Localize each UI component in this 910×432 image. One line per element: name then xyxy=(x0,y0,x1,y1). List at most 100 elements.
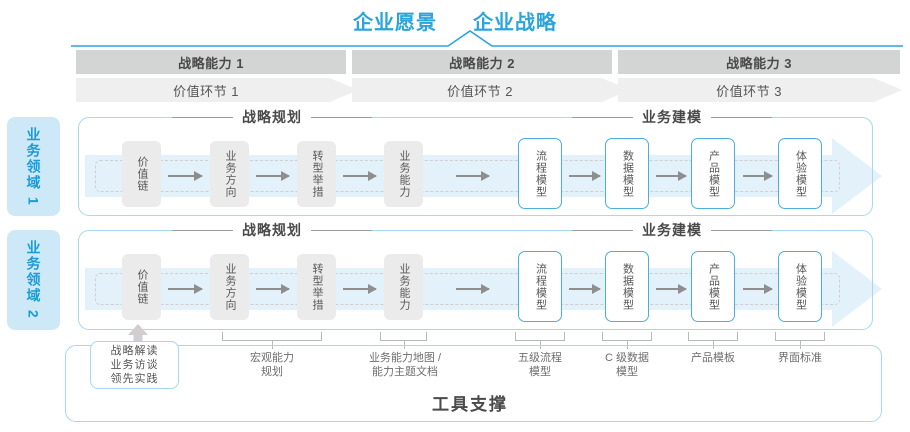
node-value-chain-row-2[interactable]: 价值链 xyxy=(122,254,161,320)
flow-arrow-row-1-1 xyxy=(168,171,203,180)
callout-line-1: 战略解读 xyxy=(110,345,159,357)
domain-row-1 xyxy=(78,117,873,216)
diagram-title: 企业愿景 企业战略 xyxy=(0,6,910,35)
flow-arrow-row-1-6 xyxy=(656,171,687,180)
value-bar-3-label: 价值环节 3 xyxy=(716,83,782,99)
flow-arrow-row-1-2 xyxy=(256,171,290,180)
bracket-data-model xyxy=(602,332,652,349)
node-experience-model-row-2[interactable]: 体验模型 xyxy=(778,251,822,322)
value-bar-2[interactable]: 价值环节 2 xyxy=(352,78,630,102)
node-label: 数据模型 xyxy=(621,262,634,311)
bracket-process-model xyxy=(515,332,565,349)
flow-pipe-row-1 xyxy=(95,160,840,192)
node-label: 转型举措 xyxy=(311,263,323,311)
tool-support-title: 工具支撑 xyxy=(432,395,508,414)
bracket-interface-standard xyxy=(775,332,825,349)
capability-bar-1-label: 战略能力 1 xyxy=(178,55,244,71)
node-business-direction-row-2[interactable]: 业务方向 xyxy=(210,254,249,320)
capability-bar-1[interactable]: 战略能力 1 xyxy=(76,50,346,74)
tool-label-macro-capability: 宏观能力 规划 xyxy=(202,351,342,379)
node-business-capability-row-1[interactable]: 业务能力 xyxy=(384,141,423,207)
value-bar-2-label: 价值环节 2 xyxy=(447,83,513,99)
node-label: 业务方向 xyxy=(224,263,236,311)
node-label: 产品模型 xyxy=(707,149,720,198)
tool-callout-box[interactable]: 战略解读 业务访谈 领先实践 xyxy=(90,341,179,389)
node-label: 业务方向 xyxy=(224,150,236,198)
value-bar-3[interactable]: 价值环节 3 xyxy=(618,78,902,102)
domain-2-label: 业务领域 2 xyxy=(25,240,42,320)
flow-arrow-row-2-7 xyxy=(743,284,773,293)
capability-bar-3[interactable]: 战略能力 3 xyxy=(618,50,900,74)
node-label: 流程模型 xyxy=(534,262,547,311)
tool-label-data-model: C 级数据 模型 xyxy=(567,351,687,379)
node-transformation-measures-row-2[interactable]: 转型举措 xyxy=(297,254,336,320)
node-label: 数据模型 xyxy=(621,149,634,198)
node-process-model-row-1[interactable]: 流程模型 xyxy=(518,138,562,209)
section-header-modeling-row-2: 业务建模 xyxy=(572,220,772,240)
node-experience-model-row-1[interactable]: 体验模型 xyxy=(778,138,822,209)
node-process-model-row-2[interactable]: 流程模型 xyxy=(518,251,562,322)
section-header-planning-row-1: 战略规划 xyxy=(172,107,372,127)
capability-bar-2-label: 战略能力 2 xyxy=(449,55,515,71)
flow-arrow-row-1-5 xyxy=(569,171,601,180)
tool-label-interface-standard: 界面标准 xyxy=(740,351,860,365)
sidebar-item-domain-1[interactable]: 业务领域 1 xyxy=(7,117,60,216)
domain-1-label: 业务领域 1 xyxy=(25,126,42,207)
bracket-product-template xyxy=(688,332,738,349)
tool-label-line-2: 规划 xyxy=(261,366,283,378)
node-transformation-measures-row-1[interactable]: 转型举措 xyxy=(297,141,336,207)
flow-arrow-row-2-1 xyxy=(168,284,203,293)
upward-arrow-icon xyxy=(128,324,148,346)
flow-arrow-row-2-2 xyxy=(256,284,290,293)
tool-label-line-2: 模型 xyxy=(529,366,551,378)
flow-arrow-row-1-3 xyxy=(343,171,377,180)
node-label: 体验模型 xyxy=(794,149,807,198)
capability-bar-2[interactable]: 战略能力 2 xyxy=(352,50,612,74)
flow-arrow-row-2-4 xyxy=(456,284,490,293)
node-product-model-row-2[interactable]: 产品模型 xyxy=(691,251,735,322)
tool-label-line-1: 五级流程 xyxy=(518,352,562,364)
capability-bar-3-label: 战略能力 3 xyxy=(726,55,792,71)
tool-label-process-model: 五级流程 模型 xyxy=(480,351,600,379)
node-label: 产品模型 xyxy=(707,262,720,311)
tool-label-line-1: 业务能力地图 / xyxy=(368,352,442,364)
title-connector-line xyxy=(71,30,903,47)
flow-arrow-row-2-3 xyxy=(343,284,377,293)
section-planning-label-row-2: 战略规划 xyxy=(233,220,311,240)
node-product-model-row-1[interactable]: 产品模型 xyxy=(691,138,735,209)
node-business-capability-row-2[interactable]: 业务能力 xyxy=(384,254,423,320)
sidebar-item-domain-2[interactable]: 业务领域 2 xyxy=(7,230,60,330)
bracket-macro-capability xyxy=(222,332,322,349)
domain-row-2 xyxy=(78,230,873,330)
node-label: 业务能力 xyxy=(398,263,410,311)
node-label: 业务能力 xyxy=(398,150,410,198)
node-label: 转型举措 xyxy=(311,150,323,198)
bracket-capability-map xyxy=(380,332,427,349)
tool-label-line-1: 界面标准 xyxy=(778,352,822,364)
tool-support-panel xyxy=(65,345,882,422)
tool-label-line-1: C 级数据 xyxy=(605,352,649,364)
section-planning-label-row-1: 战略规划 xyxy=(233,107,311,127)
node-data-model-row-2[interactable]: 数据模型 xyxy=(605,251,649,322)
node-label: 价值链 xyxy=(136,269,148,305)
tool-label-product-template: 产品模板 xyxy=(653,351,773,365)
tool-label-line-2: 模型 xyxy=(616,366,638,378)
section-modeling-label-row-2: 业务建模 xyxy=(633,220,711,240)
node-label: 价值链 xyxy=(136,156,148,192)
value-bar-1[interactable]: 价值环节 1 xyxy=(76,78,358,102)
node-value-chain-row-1[interactable]: 价值链 xyxy=(122,141,161,207)
node-business-direction-row-1[interactable]: 业务方向 xyxy=(210,141,249,207)
callout-line-2: 业务访谈 xyxy=(110,359,159,371)
section-modeling-label-row-1: 业务建模 xyxy=(633,107,711,127)
title-strategy: 企业战略 xyxy=(472,12,557,34)
tool-label-line-1: 产品模板 xyxy=(691,352,735,364)
node-data-model-row-1[interactable]: 数据模型 xyxy=(605,138,649,209)
tool-label-capability-map: 业务能力地图 / 能力主题文档 xyxy=(335,351,475,379)
tool-label-line-2: 能力主题文档 xyxy=(372,366,438,378)
flow-arrow-row-1-4 xyxy=(456,171,490,180)
node-label: 体验模型 xyxy=(794,262,807,311)
section-header-planning-row-2: 战略规划 xyxy=(172,220,372,240)
node-label: 流程模型 xyxy=(534,149,547,198)
flow-pipe-row-2 xyxy=(95,273,840,305)
